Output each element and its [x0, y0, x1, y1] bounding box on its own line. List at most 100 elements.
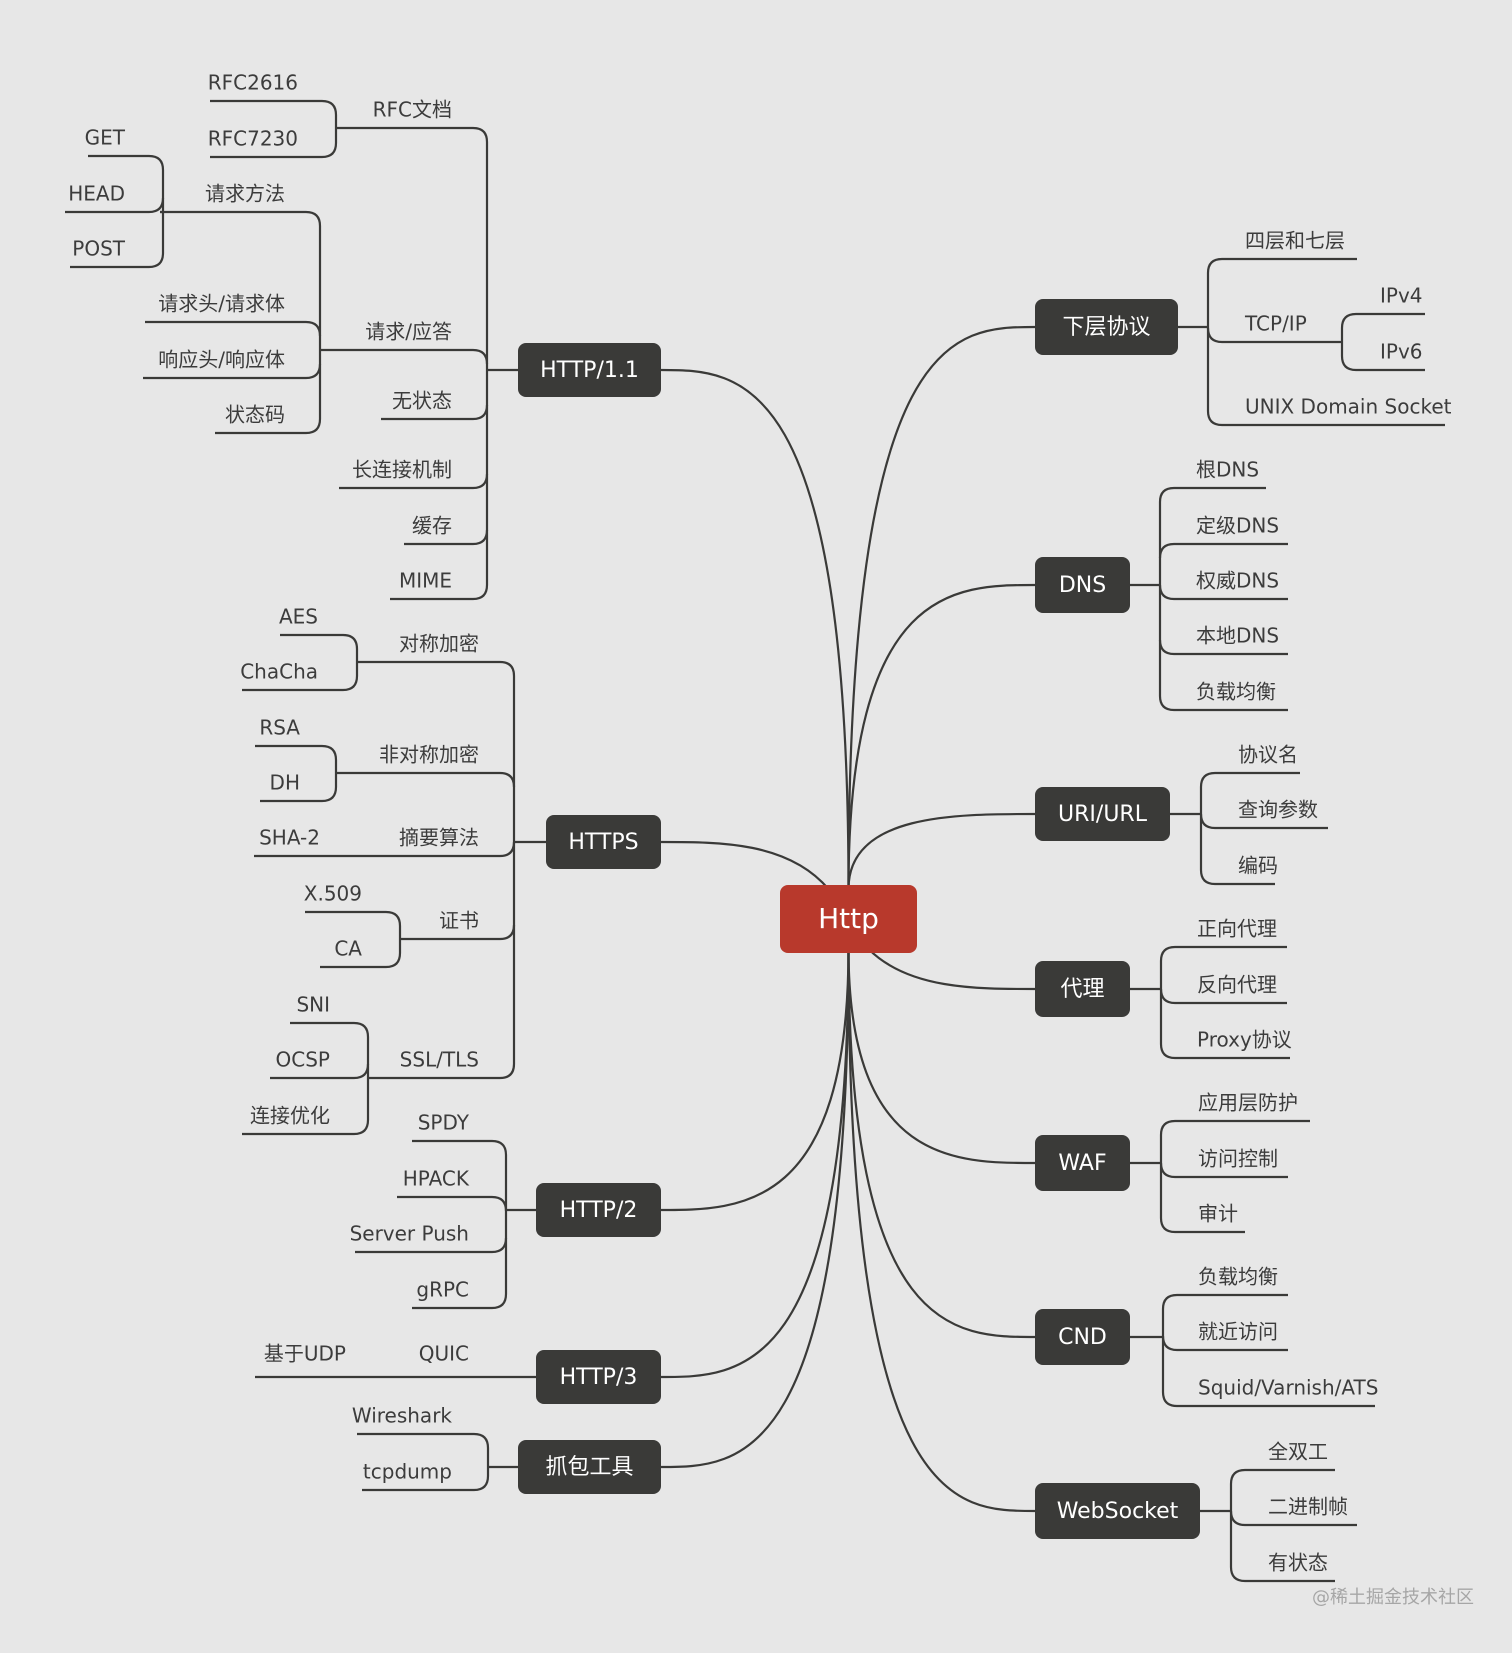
branch-box-capture[interactable]	[518, 1440, 661, 1494]
connector-line	[457, 126, 489, 143]
branch-label-url: URI/URL	[1058, 802, 1148, 827]
branch-connector-http3	[660, 948, 850, 1379]
connector-line	[457, 473, 489, 490]
node-node: 摘要算法	[399, 826, 479, 850]
branch-label-websocket: WebSocket	[1057, 1499, 1179, 1524]
connector-line	[1159, 945, 1187, 962]
node-x-509: X.509	[304, 882, 362, 906]
node-server-push: Server Push	[350, 1222, 469, 1246]
branch-box-https[interactable]	[546, 815, 661, 869]
branch-connector-proxy	[867, 948, 1036, 991]
connector-line	[130, 197, 165, 214]
branch-capture[interactable]: 抓包工具	[518, 1440, 661, 1494]
node-quic: QUIC	[419, 1342, 469, 1366]
node-node: 四层和七层	[1245, 229, 1345, 253]
branch-proxy[interactable]: 代理	[1035, 961, 1130, 1017]
branch-box-http3[interactable]	[536, 1350, 661, 1404]
node-aes: AES	[279, 605, 318, 629]
connector-line	[457, 348, 489, 365]
branch-box-lower[interactable]	[1035, 299, 1178, 355]
node-proxy: Proxy协议	[1197, 1028, 1292, 1052]
root-node[interactable]: Http	[780, 885, 917, 953]
branch-label-https: HTTPS	[568, 830, 638, 855]
connector-line	[457, 529, 489, 546]
connector-line	[484, 771, 516, 788]
branch-box-cnd[interactable]	[1035, 1309, 1130, 1365]
connector-line	[1229, 1510, 1258, 1527]
branch-label-dns: DNS	[1059, 573, 1106, 598]
node-ca: CA	[334, 937, 362, 961]
branch-http11[interactable]: HTTP/1.1	[518, 343, 661, 397]
connector-line	[1159, 988, 1187, 1005]
node-node: 无状态	[392, 389, 452, 413]
node-rsa: RSA	[259, 716, 300, 740]
branch-box-websocket[interactable]	[1035, 1483, 1200, 1539]
node-mime: MIME	[399, 569, 452, 593]
branch-connector-lower	[847, 325, 1036, 890]
connector-line	[130, 154, 165, 171]
node-ipv4: IPv4	[1380, 284, 1423, 308]
connector-line	[484, 841, 516, 858]
branch-box-dns[interactable]	[1035, 557, 1130, 613]
node-node: 响应头/响应体	[158, 348, 285, 372]
connector-line	[1206, 257, 1235, 274]
connector-line	[457, 1432, 490, 1449]
branch-websocket[interactable]: WebSocket	[1035, 1483, 1200, 1539]
node-dns: 根DNS	[1196, 458, 1259, 482]
connector-line	[335, 1063, 370, 1080]
node-hpack: HPACK	[403, 1167, 470, 1191]
root-box[interactable]	[780, 885, 917, 953]
connector-line	[1199, 813, 1228, 830]
branch-box-url[interactable]	[1035, 787, 1170, 841]
node-ipv6: IPv6	[1380, 340, 1423, 364]
watermark-text: @稀土掘金技术社区	[1312, 1587, 1474, 1608]
node-node: 查询参数	[1238, 798, 1318, 822]
connector-line	[367, 910, 402, 927]
node-node: 证书	[439, 909, 479, 933]
branch-http3[interactable]: HTTP/3	[536, 1350, 661, 1404]
branch-url[interactable]: URI/URL	[1035, 787, 1170, 841]
node-rfc: RFC文档	[373, 98, 452, 122]
connector-line	[1199, 869, 1228, 886]
branch-box-http2[interactable]	[536, 1183, 661, 1237]
branch-box-proxy[interactable]	[1035, 961, 1130, 1017]
branch-cnd[interactable]: CND	[1035, 1309, 1130, 1365]
connector-line	[474, 1139, 508, 1156]
connector-line	[323, 675, 359, 692]
branch-connector-url	[847, 812, 1036, 890]
branch-https[interactable]: HTTPS	[546, 815, 661, 869]
connector-line	[130, 252, 165, 269]
branch-connector-websocket	[847, 948, 1036, 1513]
node-grpc: gRPC	[416, 1278, 469, 1302]
branch-lower[interactable]: 下层协议	[1035, 299, 1178, 355]
node-leaf: SHA-2	[259, 826, 320, 850]
branch-label-capture: 抓包工具	[545, 1455, 633, 1480]
connector-line	[484, 1063, 516, 1080]
branch-box-http11[interactable]	[518, 343, 661, 397]
node-tcp-ip: TCP/IP	[1244, 312, 1307, 336]
connector-line	[1159, 1217, 1188, 1234]
node-dns: 定级DNS	[1196, 514, 1279, 538]
branch-box-waf[interactable]	[1035, 1135, 1130, 1191]
branch-connector-dns	[847, 583, 1036, 890]
node-node: 全双工	[1268, 1440, 1328, 1464]
branch-connector-waf	[847, 948, 1036, 1165]
node-node: 协议名	[1238, 743, 1298, 767]
connector-line	[457, 584, 489, 601]
connector-line	[1158, 639, 1186, 656]
branch-dns[interactable]: DNS	[1035, 557, 1130, 613]
node-node: 就近访问	[1198, 1320, 1278, 1344]
branch-http2[interactable]: HTTP/2	[536, 1183, 661, 1237]
branch-label-http11: HTTP/1.1	[540, 358, 639, 383]
connector-line	[1158, 486, 1186, 503]
branch-label-proxy: 代理	[1060, 977, 1104, 1002]
connector-line	[1159, 1162, 1188, 1179]
node-wireshark: Wireshark	[352, 1404, 453, 1428]
connector-line	[1161, 1293, 1188, 1310]
connector-line	[1199, 771, 1228, 788]
connector-line	[290, 210, 322, 227]
node-chacha: ChaCha	[240, 660, 318, 684]
node-node: 缓存	[412, 514, 452, 538]
branch-waf[interactable]: WAF	[1035, 1135, 1130, 1191]
